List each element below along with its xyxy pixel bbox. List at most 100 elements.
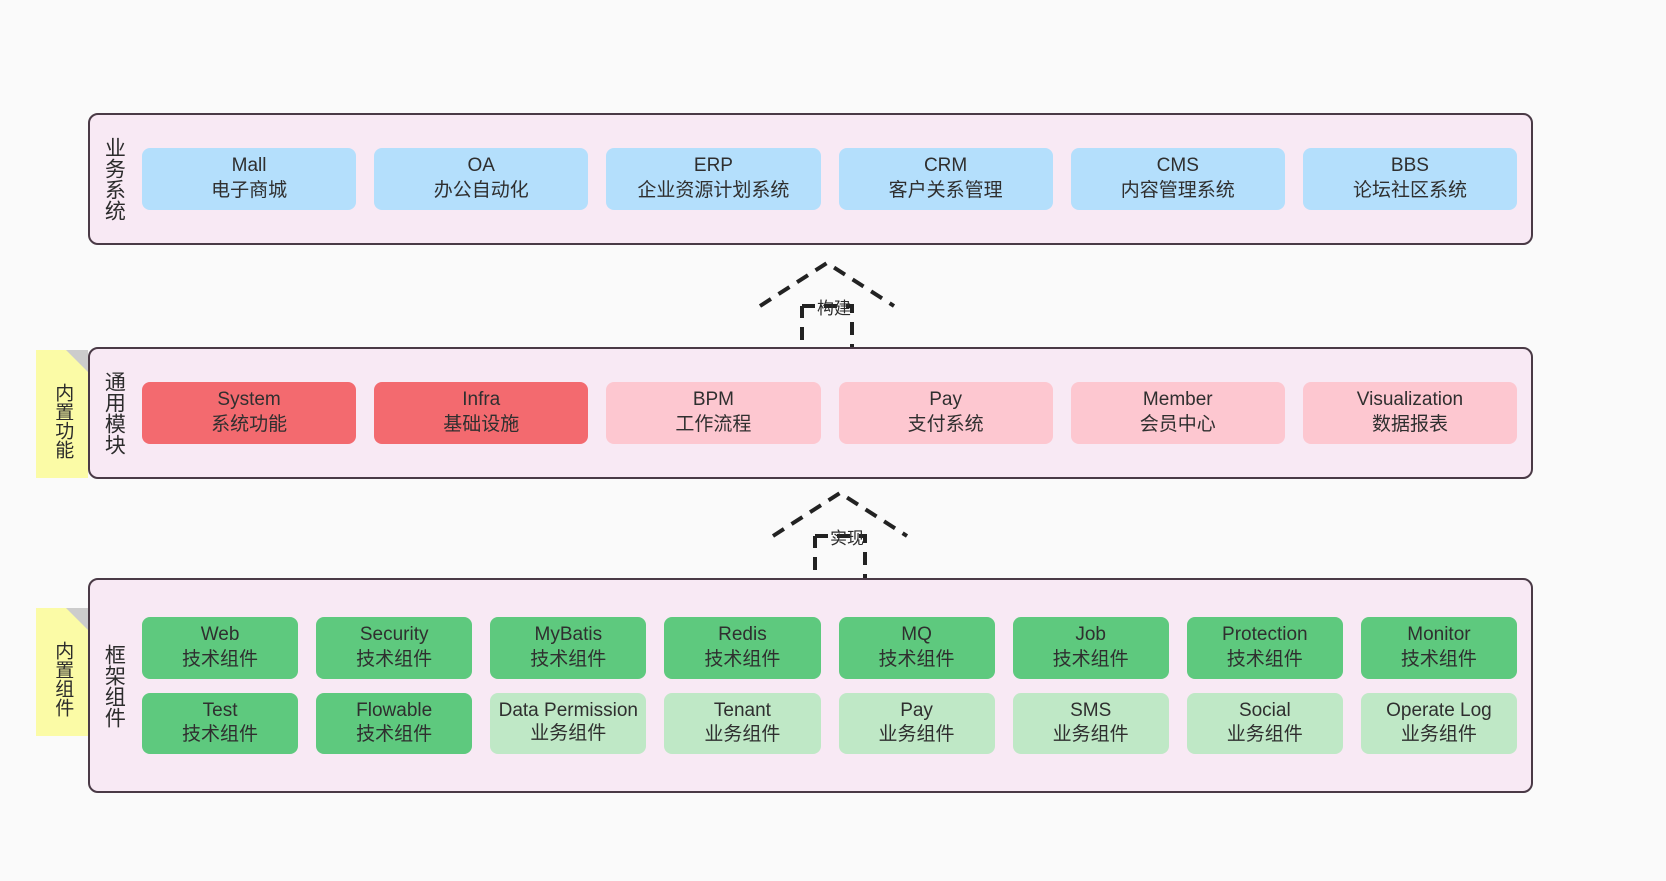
card-infra[interactable]: Infra 基础设施 [374,382,589,444]
card-social[interactable]: Social 业务组件 [1186,692,1343,754]
card-title: Security [359,624,429,646]
card-subtitle: 业务组件 [878,724,955,746]
card-subtitle: 业务组件 [530,723,607,745]
card-subtitle: 技术组件 [1400,648,1477,670]
cards-area-business: Mall 电子商城 OA 办公自动化 ERP 企业资源计划系统 CRM 客户关系… [136,115,1531,243]
card-mall[interactable]: Mall 电子商城 [142,148,357,210]
card-subtitle: 技术组件 [878,648,955,670]
card-title: Job [1075,624,1106,646]
card-subtitle: 业务组件 [704,724,781,746]
card-title: CMS [1156,155,1199,177]
card-title: Protection [1222,624,1308,646]
card-row: System 系统功能 Infra 基础设施 BPM 工作流程 Pay 支付系统… [142,382,1518,444]
card-title: Social [1238,699,1291,721]
card-title: BBS [1390,155,1429,177]
connector-implement-label: 实现 [830,529,864,548]
card-bpm[interactable]: BPM 工作流程 [606,382,821,444]
layer-title-framework: 框架组件 [102,643,126,728]
card-sms[interactable]: SMS 业务组件 [1012,692,1169,754]
card-title: Infra [462,389,501,411]
card-subtitle: 技术组件 [704,648,781,670]
card-subtitle: 技术组件 [356,724,433,746]
layer-panel-common: 通用模块 System 系统功能 Infra 基础设施 BPM 工作流程 Pay… [88,347,1533,479]
note-label: 内置组件 [52,641,74,717]
card-oa[interactable]: OA 办公自动化 [374,148,589,210]
card-subtitle: 客户关系管理 [888,180,1003,201]
card-title: BPM [692,389,735,411]
card-flowable[interactable]: Flowable 技术组件 [316,692,473,754]
card-subtitle: 业务组件 [1400,724,1477,746]
card-title: Tenant [713,699,771,721]
card-row: Test 技术组件 Flowable 技术组件 Data Permission … [142,692,1517,754]
card-mq[interactable]: MQ 技术组件 [838,617,995,679]
card-subtitle: 业务组件 [1052,724,1129,746]
card-crm[interactable]: CRM 客户关系管理 [838,148,1053,210]
card-title: System [217,389,281,411]
card-visualization[interactable]: Visualization 数据报表 [1302,382,1518,444]
card-data-permission[interactable]: Data Permission 业务组件 [490,692,647,754]
card-title: Member [1142,389,1213,411]
card-title: OA [467,155,495,177]
card-title: Flowable [356,699,433,721]
card-subtitle: 会员中心 [1139,414,1216,435]
card-subtitle: 论坛社区系统 [1352,180,1467,201]
card-subtitle: 基础设施 [443,414,520,435]
card-cms[interactable]: CMS 内容管理系统 [1070,148,1285,210]
hollow-triangle-arrowhead-icon [758,260,896,308]
card-web[interactable]: Web 技术组件 [142,617,299,679]
card-erp[interactable]: ERP 企业资源计划系统 [606,148,821,210]
card-title: MyBatis [534,624,603,646]
card-pay-business[interactable]: Pay 业务组件 [838,692,995,754]
cards-area-common: System 系统功能 Infra 基础设施 BPM 工作流程 Pay 支付系统… [136,349,1531,477]
card-security[interactable]: Security 技术组件 [316,617,473,679]
card-title: Visualization [1356,389,1464,411]
card-subtitle: 技术组件 [1052,648,1129,670]
card-operate-log[interactable]: Operate Log 业务组件 [1360,692,1517,754]
card-test[interactable]: Test 技术组件 [142,692,299,754]
card-tenant[interactable]: Tenant 业务组件 [664,692,821,754]
hollow-triangle-arrowhead-icon [771,490,909,538]
layer-panel-business: 业务系统 Mall 电子商城 OA 办公自动化 ERP 企业资源计划系统 CRM… [88,113,1533,245]
card-protection[interactable]: Protection 技术组件 [1186,617,1343,679]
card-subtitle: 技术组件 [1226,648,1303,670]
card-title: Pay [929,389,962,411]
card-subtitle: 技术组件 [356,648,433,670]
card-subtitle: 办公自动化 [433,180,529,201]
card-title: Data Permission [498,700,638,722]
card-subtitle: 业务组件 [1226,724,1303,746]
card-job[interactable]: Job 技术组件 [1012,617,1169,679]
card-redis[interactable]: Redis 技术组件 [664,617,821,679]
layer-title-common: 通用模块 [102,371,126,455]
card-subtitle: 技术组件 [530,648,607,670]
card-title: Mall [231,155,267,177]
card-subtitle: 数据报表 [1371,414,1448,435]
card-row: Web 技术组件 Security 技术组件 MyBatis 技术组件 Redi… [142,617,1517,679]
card-title: Operate Log [1386,699,1492,721]
card-title: ERP [693,155,733,177]
card-subtitle: 工作流程 [675,414,752,435]
connector-implement: 实现 [768,488,948,582]
card-title: CRM [923,155,968,177]
note-framework-builtin-components: 内置组件 [36,608,88,736]
note-common-builtin-features: 内置功能 [36,350,88,478]
layer-title-business: 业务系统 [102,137,126,221]
card-title: Monitor [1407,624,1471,646]
card-subtitle: 支付系统 [907,414,984,435]
card-pay[interactable]: Pay 支付系统 [838,382,1053,444]
card-title: Test [202,699,238,721]
card-title: Redis [718,624,767,646]
card-title: SMS [1070,699,1112,721]
card-bbs[interactable]: BBS 论坛社区系统 [1302,148,1518,210]
card-monitor[interactable]: Monitor 技术组件 [1360,617,1517,679]
card-subtitle: 系统功能 [211,414,288,435]
card-row: Mall 电子商城 OA 办公自动化 ERP 企业资源计划系统 CRM 客户关系… [142,148,1518,210]
card-subtitle: 内容管理系统 [1120,180,1235,201]
card-subtitle: 技术组件 [182,648,259,670]
card-mybatis[interactable]: MyBatis 技术组件 [490,617,647,679]
card-subtitle: 技术组件 [182,724,259,746]
card-system[interactable]: System 系统功能 [142,382,357,444]
card-title: MQ [901,624,932,646]
card-member[interactable]: Member 会员中心 [1070,382,1285,444]
connector-build: 构建 [755,258,935,352]
layer-panel-framework: 框架组件 Web 技术组件 Security 技术组件 MyBatis 技术组件… [88,578,1533,793]
